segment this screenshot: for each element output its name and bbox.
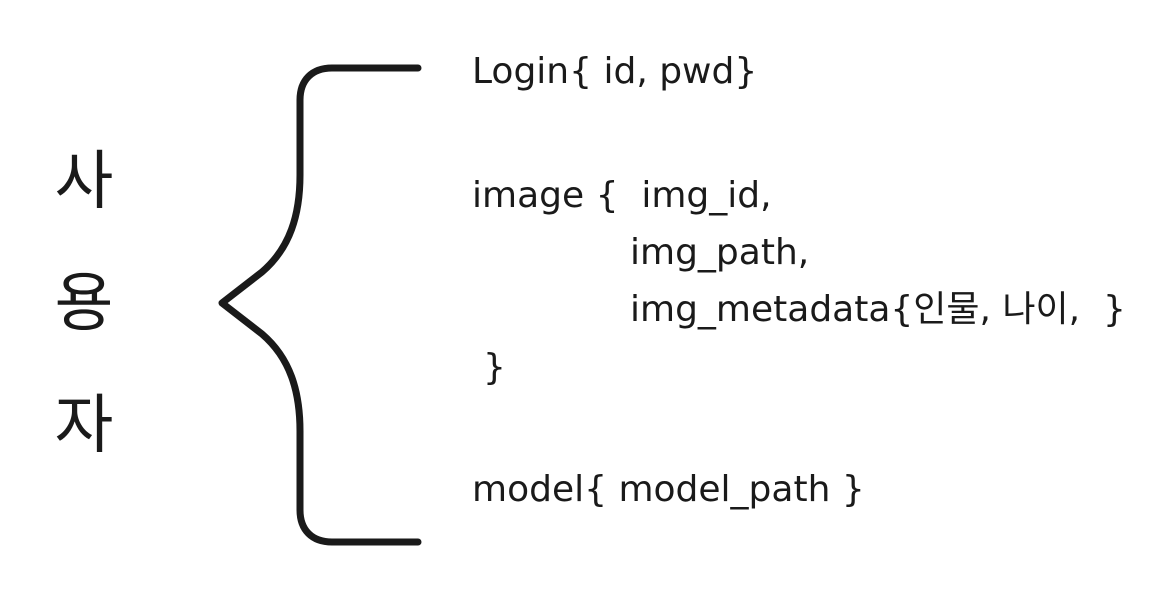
image-entry-close: }: [483, 347, 506, 388]
image-entry-line-3: img_metadata{인물, 나이, }: [630, 289, 1126, 330]
entity-label-char-2: 용: [54, 267, 114, 341]
entity-label-char-3: 자: [54, 389, 114, 463]
login-entry: Login{ id, pwd}: [472, 51, 758, 92]
image-entry-line-2: img_path,: [630, 232, 810, 273]
entity-label-char-1: 사: [54, 145, 114, 219]
model-entry: model{ model_path }: [472, 469, 865, 510]
curly-brace-path: [218, 64, 422, 546]
image-entry-line-1: image { img_id,: [472, 175, 772, 216]
